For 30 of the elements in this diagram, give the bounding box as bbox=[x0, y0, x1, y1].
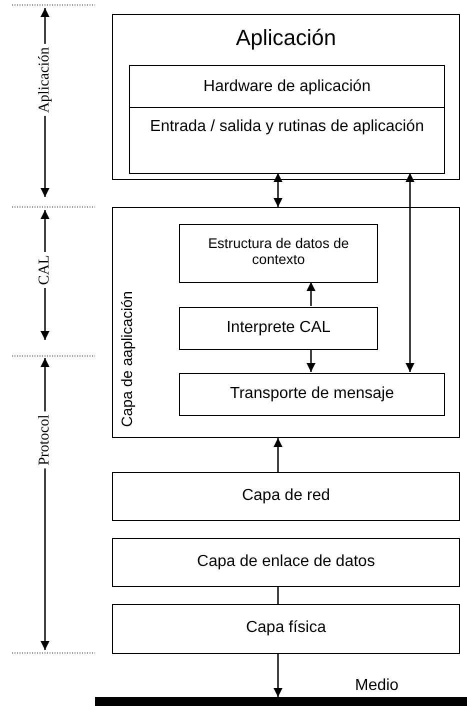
box-label: Hardware de aplicación bbox=[202, 78, 372, 96]
layer-box bbox=[112, 472, 460, 521]
box-label: Capa de red bbox=[240, 487, 332, 506]
process-box bbox=[179, 224, 378, 283]
medium-label: Medio bbox=[355, 677, 399, 695]
layer-box bbox=[112, 538, 460, 587]
box-label: Interprete CAL bbox=[225, 319, 332, 338]
box-label: Estructura de datos de contexto bbox=[207, 235, 350, 268]
layer-title: Capa de aaplicación bbox=[119, 291, 136, 427]
box-label: Transporte de mensaje bbox=[229, 385, 395, 404]
medium-bar bbox=[95, 697, 467, 706]
box-label: Entrada / salida y rutinas de aplicación bbox=[149, 118, 425, 136]
layer-box bbox=[112, 14, 460, 180]
arrow bbox=[306, 282, 316, 306]
process-box bbox=[179, 307, 378, 350]
layer-box bbox=[112, 207, 460, 438]
box-label: Capa física bbox=[244, 619, 328, 638]
connector-line bbox=[277, 587, 279, 604]
arrow bbox=[306, 349, 316, 372]
process-box bbox=[129, 65, 445, 108]
layer-box bbox=[112, 604, 460, 654]
arrow bbox=[274, 438, 282, 472]
box-label: Aplicación bbox=[234, 25, 338, 50]
arrow bbox=[406, 173, 414, 372]
span-label: Aplicación bbox=[36, 44, 54, 116]
arrow bbox=[274, 654, 282, 697]
box-label: Capa de enlace de datos bbox=[196, 553, 376, 572]
process-box bbox=[129, 107, 445, 174]
arrow bbox=[274, 173, 282, 207]
process-box bbox=[179, 373, 445, 416]
